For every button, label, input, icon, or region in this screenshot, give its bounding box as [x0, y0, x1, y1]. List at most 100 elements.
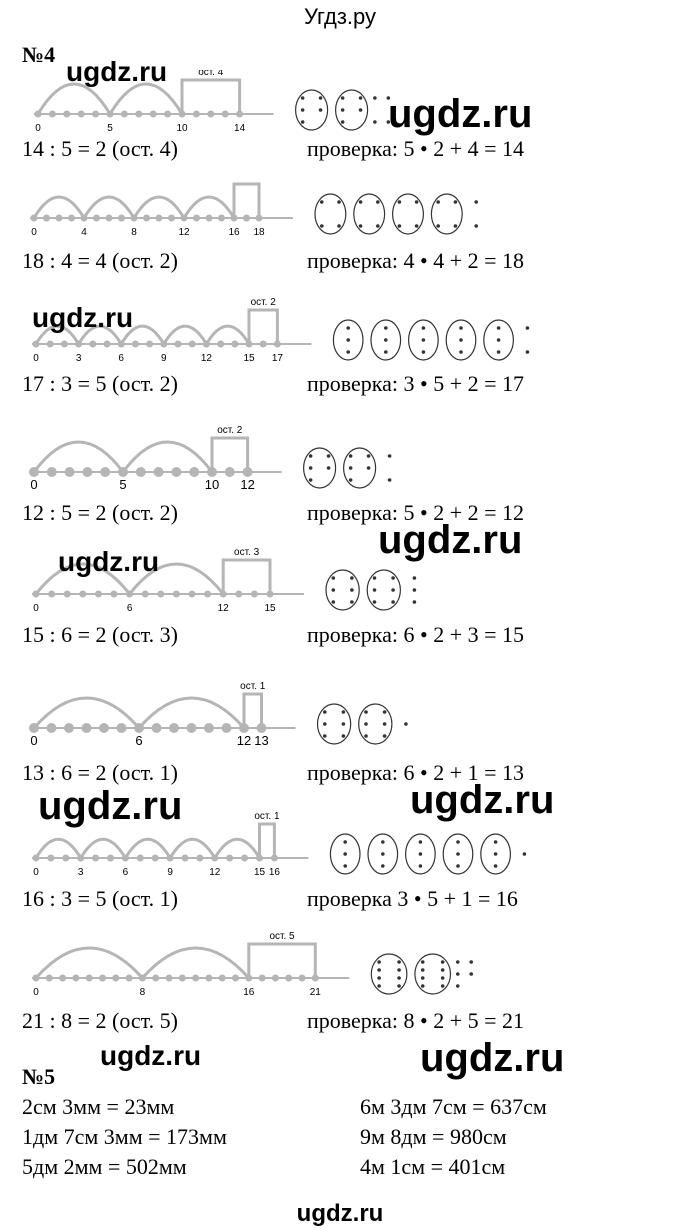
conversion-right-2: 9м 8дм = 980см: [360, 1124, 507, 1149]
remainder-dot: [412, 576, 417, 580]
conversion-left-3: 5дм 2мм = 502мм: [22, 1154, 187, 1179]
tick-dot: [63, 590, 71, 598]
remainder-dot: [522, 852, 527, 856]
tick-dot: [59, 974, 67, 982]
item-dot: [340, 108, 345, 112]
tick-dot: [250, 590, 258, 598]
remainder-bracket: [258, 822, 276, 858]
group-oval: [316, 703, 352, 745]
item-dot: [377, 960, 381, 964]
tick-label: 3: [78, 867, 84, 878]
tick-dot: [153, 467, 164, 477]
jump-arc: [168, 837, 217, 859]
tick-label: 8: [140, 987, 146, 998]
watermark: ugdz.ru: [388, 92, 533, 136]
tick-dot: [135, 467, 146, 477]
item-dot: [421, 350, 426, 354]
tick-label: 12: [178, 227, 190, 238]
item-dot: [350, 588, 354, 592]
tick-dot: [168, 214, 175, 222]
tick-dot: [243, 214, 250, 222]
tick-dot: [60, 340, 68, 348]
item-dot: [331, 576, 336, 580]
tick-dot: [255, 214, 263, 222]
item-dot: [493, 852, 498, 856]
item-dot: [421, 338, 426, 342]
equation: 15 : 6 = 2 (ост. 3): [22, 622, 178, 647]
tick-label: 15: [243, 353, 255, 364]
tick-dot: [75, 340, 83, 348]
tick-dot: [105, 214, 113, 222]
tick-label: 13: [254, 733, 268, 748]
item-dot: [319, 200, 324, 204]
tick-dot: [125, 974, 133, 982]
item-dot: [440, 984, 445, 988]
jump-arc: [108, 82, 184, 115]
tick-dot: [166, 854, 174, 862]
item-dot: [418, 852, 423, 856]
tick-dot: [235, 590, 243, 598]
tick-dot: [85, 974, 93, 982]
remainder-dot: [474, 224, 479, 228]
tick-dot: [118, 467, 128, 477]
tick-dot: [64, 723, 74, 733]
tick-dot: [117, 340, 125, 348]
item-dot: [331, 600, 336, 604]
item-dot: [459, 326, 463, 330]
check: проверка: 8 • 2 + 5 = 21: [307, 1008, 525, 1033]
tick-label: 6: [118, 353, 124, 364]
group-oval: [325, 569, 360, 611]
item-dot: [440, 976, 445, 980]
conversion-left-2: 1дм 7см 3мм = 173мм: [22, 1124, 227, 1149]
item-dot: [382, 710, 387, 714]
item-dot: [384, 338, 388, 342]
group-oval: [483, 319, 515, 361]
item-dot: [308, 454, 313, 458]
tick-dot: [174, 340, 182, 348]
item-dot: [420, 976, 425, 980]
tick-dot: [256, 854, 263, 862]
tick-label: 10: [205, 477, 219, 492]
item-dot: [300, 120, 305, 124]
item-dot: [382, 722, 387, 726]
item-dot: [384, 326, 388, 330]
item-dot: [340, 120, 345, 124]
tick-dot: [270, 854, 278, 862]
item-dot: [493, 864, 498, 868]
tick-dot: [55, 214, 63, 222]
tick-dot: [151, 723, 162, 733]
remainder-dot: [525, 326, 530, 330]
tick-dot: [178, 974, 186, 982]
item-dot: [308, 466, 313, 470]
item-dot: [436, 200, 440, 204]
jump-arc: [34, 324, 80, 345]
item-dot: [346, 338, 351, 342]
jump-arc: [205, 324, 251, 345]
tick-label: 12: [240, 477, 254, 492]
tick-dot: [311, 974, 319, 982]
item-dot: [453, 200, 458, 204]
item-dot: [382, 734, 387, 738]
item-dot: [377, 968, 381, 972]
item-dot: [459, 338, 463, 342]
remainder-dot: [387, 454, 392, 458]
item-dot: [364, 710, 368, 714]
tick-label: 3: [76, 353, 82, 364]
tick-dot: [141, 590, 149, 598]
tick-label: 12: [209, 867, 221, 878]
item-dot: [496, 350, 501, 354]
tick-dot: [221, 723, 232, 733]
item-dot: [341, 710, 346, 714]
jump-arc: [128, 562, 225, 595]
tick-dot: [92, 110, 100, 118]
tick-dot: [226, 854, 234, 862]
jump-arc: [34, 946, 144, 979]
item-dot: [337, 200, 341, 204]
tick-label: 15: [264, 603, 276, 614]
